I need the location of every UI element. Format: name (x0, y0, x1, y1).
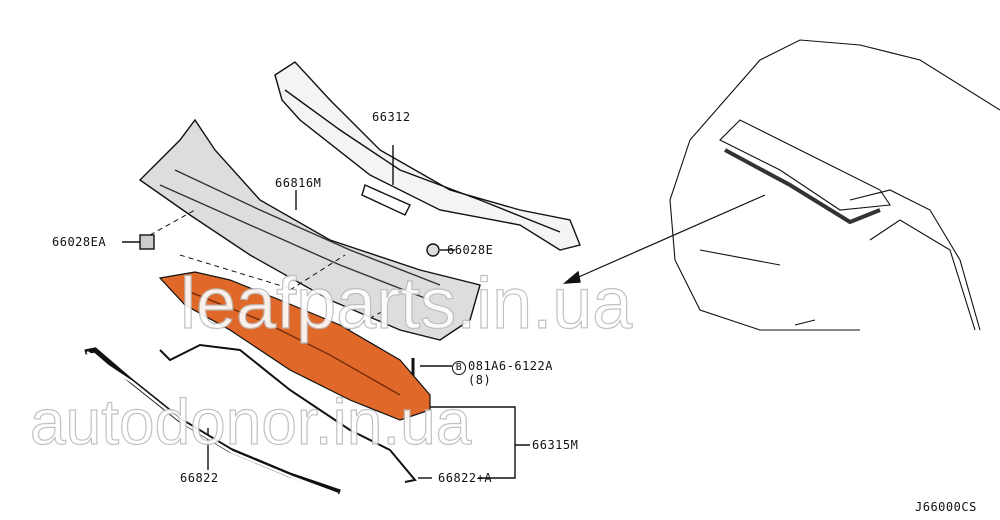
vehicle-cowl-location (724, 148, 881, 225)
cowl-panel-part (158, 271, 431, 421)
label-66816m: 66816M (275, 176, 322, 190)
label-66822: 66822 (180, 471, 219, 485)
bolt-symbol: B (452, 361, 466, 375)
leader-line-66315m (425, 406, 530, 479)
label-66312: 66312 (372, 110, 411, 124)
watermark-top: leafparts.in.ua (179, 264, 633, 344)
cowl-top-detail-tab (361, 184, 411, 216)
watermark-bottom: autodonor.in.ua (29, 386, 472, 458)
cowl-top-detail-line (284, 89, 561, 233)
bolt-part-number: 081A6-6122A (468, 359, 553, 373)
cowl-grille-part (138, 118, 481, 341)
cowl-grille-detail-line (159, 184, 431, 301)
diagram-code: J66000CS (915, 500, 977, 514)
cowl-panel-detail-line (189, 291, 401, 396)
vehicle-outline (669, 39, 1000, 331)
cowl-top-part (274, 61, 581, 251)
seal-66822-inner (86, 350, 339, 496)
location-pointer-line (564, 194, 766, 284)
clip-66028ea (139, 234, 155, 250)
label-bolt-qty: (8) (468, 373, 492, 387)
seal-66822a (159, 343, 417, 483)
label-66028e: 66028E (447, 243, 494, 257)
label-66822a: 66822+A (438, 471, 493, 485)
cowl-grille-detail-line (174, 169, 441, 286)
clip-66028e (426, 243, 440, 257)
arrowhead-icon (562, 270, 581, 284)
label-66315m: 66315M (532, 438, 579, 452)
label-66028ea: 66028EA (52, 235, 107, 249)
